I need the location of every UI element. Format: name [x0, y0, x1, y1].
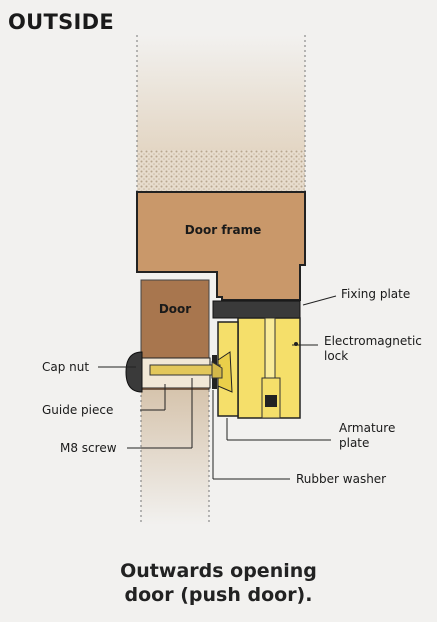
cap-nut	[125, 351, 143, 393]
fixing-plate	[212, 300, 301, 319]
armature-plate	[217, 321, 239, 417]
guide-piece-label: Guide piece	[42, 403, 113, 417]
armature-plate-label-line1: Armature	[339, 421, 395, 435]
caption-line-2: door (push door).	[124, 584, 313, 606]
wall-section	[136, 35, 306, 192]
rubber-washer-label: Rubber washer	[296, 472, 386, 486]
door-frame	[136, 191, 306, 301]
door-leaf	[140, 279, 210, 525]
electromagnetic-lock-label-line2: lock	[324, 349, 348, 363]
door-frame-label: Door frame	[185, 223, 261, 237]
armature-plate-label-line2: plate	[339, 436, 369, 450]
m8-screw	[149, 361, 223, 379]
leader-lines	[98, 295, 337, 480]
electromagnetic-lock	[237, 317, 301, 419]
caption-line-1: Outwards opening	[120, 560, 317, 582]
fixing-plate-label: Fixing plate	[341, 287, 410, 301]
page-heading: OUTSIDE	[8, 10, 115, 34]
cap-nut-label: Cap nut	[42, 360, 89, 374]
electromagnetic-lock-label-line1: Electromagnetic	[324, 334, 422, 348]
door-label: Door	[159, 302, 191, 316]
m8-screw-label: M8 screw	[60, 441, 117, 455]
